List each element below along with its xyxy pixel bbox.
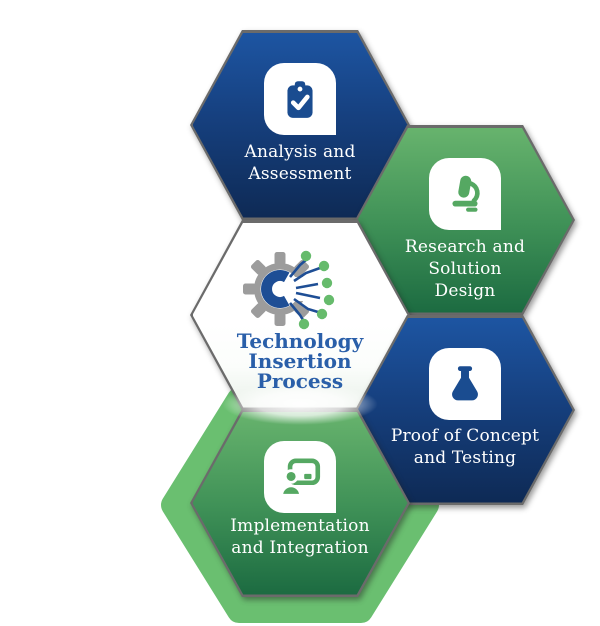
label-line: Assessment [248,164,352,184]
microscope-icon [429,158,501,230]
label-line: Implementation [230,516,370,536]
label-line: Solution [428,259,502,279]
label-line: Research and [404,237,526,257]
label-analysis-and-assessment: Analysis and Assessment [190,141,410,185]
title-line: Technology [236,329,364,353]
label-proof-of-concept-and-testing: Proof of Concept and Testing [355,425,575,469]
clipboard-check-icon [264,63,336,135]
hexagon-implementation-and-integration [190,409,410,597]
label-line: Design [434,281,496,301]
label-line: and Testing [413,448,517,468]
flask-icon [429,348,501,420]
label-line: and Integration [231,538,369,558]
gear-circuit-icon [240,243,360,339]
title-line: Insertion [248,349,352,373]
label-research-and-solution-design: Research and Solution Design [355,236,575,302]
label-line: Analysis and [244,142,356,162]
diagram-title: Technology Insertion Process [190,331,410,391]
presentation-icon [264,441,336,513]
title-line: Process [256,369,344,393]
label-implementation-and-integration: Implementation and Integration [190,515,410,559]
label-line: Proof of Concept [390,426,540,446]
